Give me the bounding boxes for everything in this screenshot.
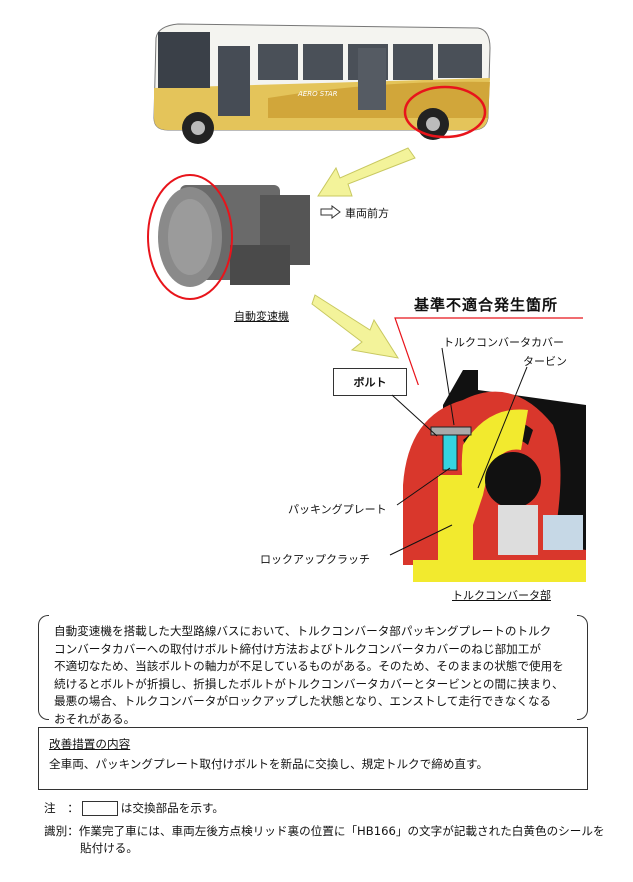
note-line: 注 ： は交換部品を示す。: [44, 800, 224, 816]
description-line: 最悪の場合、トルクコンバータがロックアップした状態となり、エンストして走行できな…: [54, 694, 552, 708]
defect-location-title: 基準不適合発生箇所: [414, 296, 559, 314]
torque-converter-cover-label: トルクコンバータカバー: [443, 336, 564, 349]
remedy-box: 改善措置の内容 全車両、パッキングプレート取付けボルトを新品に交換し、規定トルク…: [38, 727, 588, 790]
torque-converter-highlight: [147, 174, 233, 300]
id-text-2: 貼付ける。: [80, 841, 138, 855]
rear-wheel-highlight: [403, 85, 487, 139]
description-line: おそれがある。: [54, 711, 136, 726]
identification-line: 識別：作業完了車には、車両左後方点検リッド裏の位置に「HB166」の文字が記載さ…: [44, 823, 605, 839]
remedy-text: 全車両、パッキングプレート取付けボルトを新品に交換し、規定トルクで締め直す。: [49, 757, 489, 771]
remedy-heading: 改善措置の内容: [49, 737, 131, 751]
description-line: 自動変速機を搭載した大型路線バスにおいて、トルクコンバータ部パッキングプレートの…: [54, 624, 552, 638]
torque-converter-cutaway: [403, 370, 586, 585]
description-line: 続けるとボルトが折損し、折損したボルトがトルクコンバータカバーとタービンとの間に…: [54, 676, 564, 691]
bolt-label: ボルト: [333, 368, 407, 396]
bus-illustration: AERO STAR: [153, 23, 491, 144]
bus-logo: AERO STAR: [297, 90, 338, 98]
id-label: 識別：: [44, 824, 79, 838]
description-line: 不適切なため、当該ボルトの軸力が不足しているものがある。そのため、そのままの状態…: [54, 659, 564, 673]
transmission-label: 自動変速機: [234, 310, 289, 323]
packing-plate-label: パッキングプレート: [288, 503, 387, 516]
lockup-clutch-label: ロックアップクラッチ: [260, 553, 370, 566]
note-label: 注 ：: [44, 801, 79, 815]
arrow-to-transmission: [317, 147, 416, 197]
vehicle-front-label: 車両前方: [345, 207, 389, 220]
torque-converter-section-label: トルクコンバータ部: [452, 589, 551, 602]
description-line: コンバータカバーへの取付けボルト締付け方法およびトルクコンバータカバーのねじ部加…: [54, 641, 541, 656]
arrow-to-cutaway: [311, 294, 400, 359]
replacement-part-swatch: [81, 801, 118, 816]
id-text-1: 作業完了車には、車両左後方点検リッド裏の位置に「HB166」の文字が記載された白…: [78, 824, 605, 838]
defect-description: 自動変速機を搭載した大型路線バスにおいて、トルクコンバータ部パッキングプレートの…: [38, 615, 588, 726]
arrow-right-icon: [320, 205, 341, 219]
turbine-label: タービン: [523, 355, 567, 368]
transmission-illustration: [147, 174, 310, 300]
note-text: は交換部品を示す。: [120, 801, 224, 815]
